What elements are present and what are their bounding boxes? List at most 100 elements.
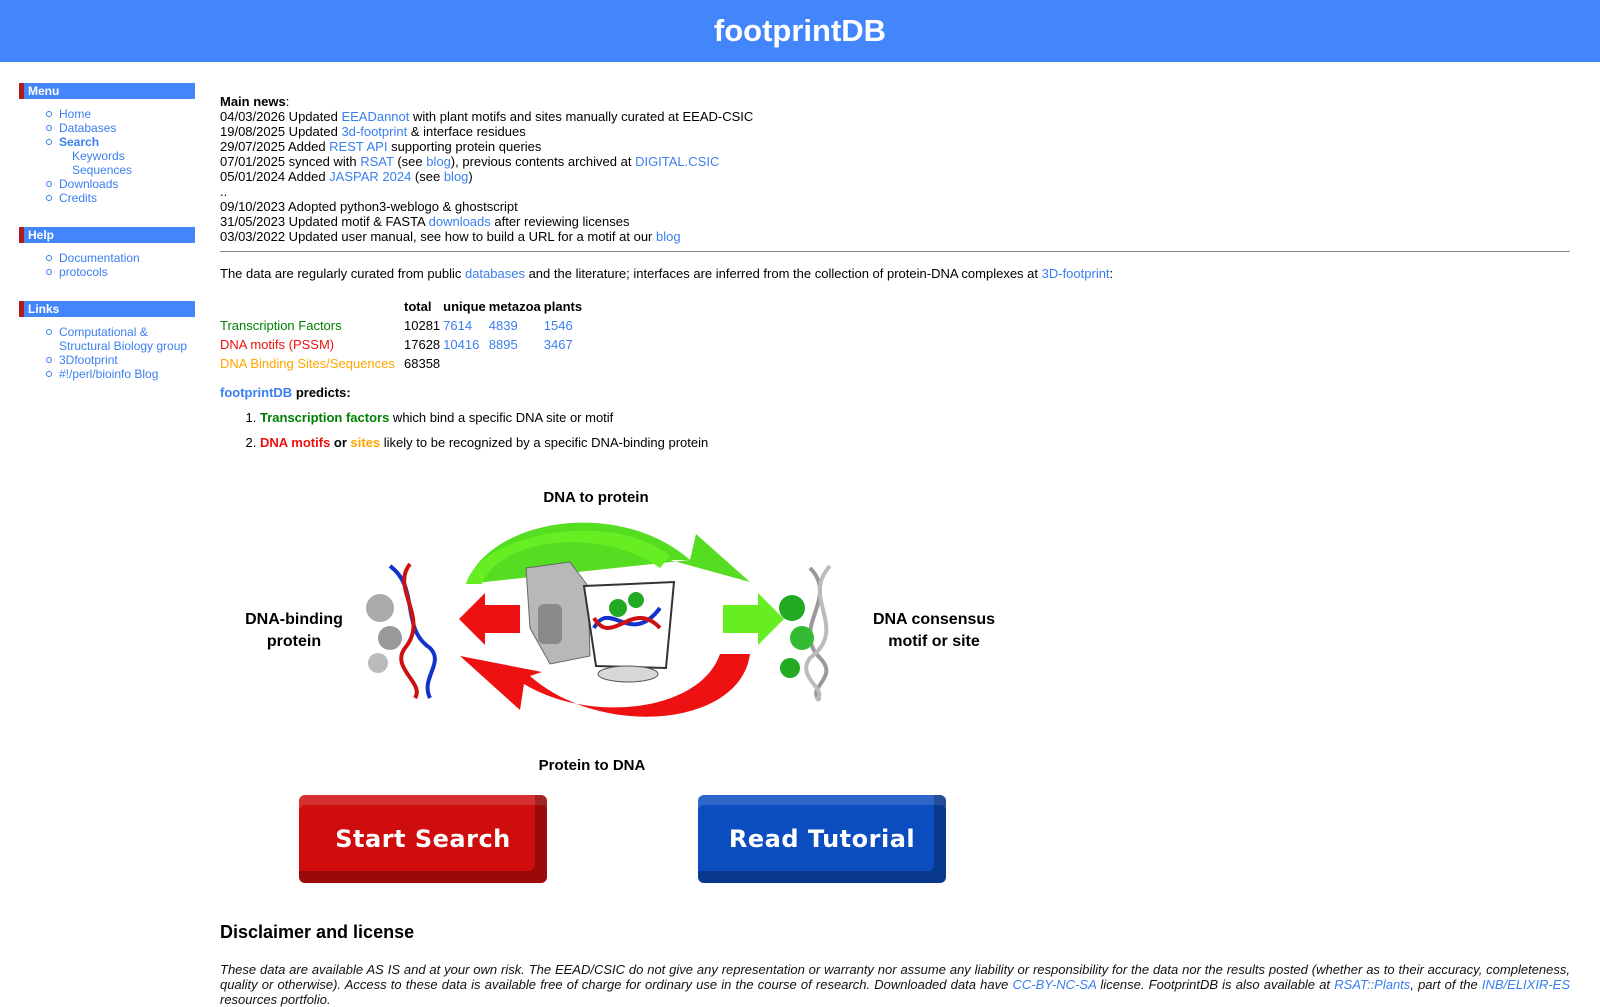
menu-link-downloads[interactable]: Downloads [59, 177, 119, 191]
workflow-diagram: DNA to protein Protein to DNA DNA-bindin… [245, 489, 995, 774]
news-text: (see [411, 169, 444, 184]
predict-text: likely to be recognized by a specific DN… [380, 435, 709, 450]
menu-link-keywords[interactable]: Keywords [72, 149, 125, 163]
red-curved-arrow [460, 654, 750, 717]
diagram-top-label: DNA to protein [543, 489, 648, 506]
stats-row-label: DNA motifs (PSSM) [220, 336, 335, 352]
start-search-button[interactable]: Start Search [299, 795, 547, 883]
stats-link-metazoa[interactable]: 4839 [488, 317, 518, 333]
menu-item-credits: Credits [46, 191, 195, 205]
stats-cell-unique: 7614 [443, 316, 486, 334]
table-row: Transcription Factors 10281 7614 4839 15… [220, 316, 582, 334]
license-link[interactable]: CC-BY-NC-SA [1012, 977, 1097, 992]
links-link-3dfootprint[interactable]: 3Dfootprint [59, 353, 118, 367]
menu-link-credits[interactable]: Credits [59, 191, 98, 205]
links-item-csb-group: Computational & Structural Biology group [46, 325, 195, 353]
help-link-documentation[interactable]: Documentation [59, 251, 140, 265]
links-item-blog: #!/perl/bioinfo Blog [46, 367, 195, 381]
news-title: Main news [220, 94, 286, 109]
green-right-arrow [723, 593, 784, 645]
stats-cell-metazoa: 8895 [489, 335, 541, 353]
news-item: 19/08/2025 Updated 3d-footprint & interf… [220, 124, 1570, 139]
stats-row-label: DNA Binding Sites/Sequences [220, 355, 395, 371]
news-link-downloads[interactable]: downloads [428, 214, 491, 229]
news-text: after reviewing licenses [490, 214, 630, 229]
news-link-blog[interactable]: blog [426, 154, 451, 169]
intro-link-3d-footprint[interactable]: 3D-footprint [1041, 266, 1110, 281]
intro-link-databases[interactable]: databases [464, 266, 525, 281]
news-link-blog[interactable]: blog [443, 169, 469, 184]
predict-strong-motifs: DNA motifs [260, 435, 331, 450]
news-link-blog[interactable]: blog [656, 229, 681, 244]
read-tutorial-button[interactable]: Read Tutorial [698, 795, 946, 883]
page-header: footprintDB [0, 0, 1600, 62]
stats-link-plants[interactable]: 1546 [543, 317, 573, 333]
predict-or: or [330, 435, 351, 450]
help-link-protocols[interactable]: protocols [59, 265, 108, 279]
news-link-rest-api[interactable]: REST API [329, 139, 388, 154]
help-item-documentation: Documentation [46, 251, 195, 265]
rsat-plants-link[interactable]: RSAT::Plants [1334, 977, 1411, 992]
table-row: DNA motifs (PSSM) 17628 10416 8895 3467 [220, 335, 582, 353]
news-text: 29/07/2025 Added [220, 139, 330, 154]
news-text: 09/10/2023 Adopted python3-weblogo & gho… [220, 199, 518, 214]
news-link-digital-csic[interactable]: DIGITAL.CSIC [635, 154, 720, 169]
menu-heading: Menu [19, 83, 195, 99]
news-item: 04/03/2026 Updated EEADannot with plant … [220, 109, 1570, 124]
links-heading: Links [19, 301, 195, 317]
green-curved-arrow-body [466, 530, 670, 584]
menu-link-home[interactable]: Home [59, 107, 92, 121]
news-link-3d-footprint[interactable]: 3d-footprint [341, 124, 408, 139]
predict-strong-sites: sites [350, 435, 381, 450]
table-row: DNA Binding Sites/Sequences 68358 [220, 354, 582, 372]
stats-link-unique[interactable]: 7614 [443, 317, 473, 333]
news-link-rsat[interactable]: RSAT [360, 154, 394, 169]
menu-link-databases[interactable]: Databases [59, 121, 117, 135]
news-text: 31/05/2023 Updated motif & FASTA [220, 214, 429, 229]
news-text: 19/08/2025 Updated [220, 124, 342, 139]
stats-header-row: total unique metazoa plants [220, 298, 582, 315]
menu-item-downloads: Downloads [46, 177, 195, 191]
stats-header-empty [220, 298, 401, 315]
news-text: ) [468, 169, 473, 184]
predicts-link-footprintdb[interactable]: footprintDB [220, 385, 293, 400]
news-text: supporting protein queries [387, 139, 542, 154]
links-link-blog[interactable]: #!/perl/bioinfo Blog [59, 367, 159, 381]
menu-item-databases: Databases [46, 121, 195, 135]
news-colon: : [285, 94, 290, 109]
predicts-list: Transcription factors which bind a speci… [220, 410, 1570, 450]
dna-protein-left-icon [366, 562, 437, 700]
menu-item-sequences: Sequences [49, 163, 195, 177]
stats-row-label: Transcription Factors [220, 317, 342, 333]
news-heading-line: Main news: [220, 94, 1570, 109]
divider [220, 251, 1570, 252]
menu-link-search[interactable]: Search [59, 135, 100, 149]
list-item: Transcription factors which bind a speci… [260, 410, 1570, 425]
news-text: 04/03/2026 Updated [220, 109, 342, 124]
news-section: Main news: 04/03/2026 Updated EEADannot … [220, 94, 1570, 244]
inb-elixir-link[interactable]: INB/ELIXIR-ES [1481, 977, 1571, 992]
stats-header-metazoa: metazoa [488, 299, 541, 314]
news-link-eeadannot[interactable]: EEADannot [341, 109, 410, 124]
news-text: 05/01/2024 Added [220, 169, 330, 184]
menu-link-sequences[interactable]: Sequences [72, 163, 133, 177]
stats-header-plants: plants [543, 299, 583, 314]
help-list: Documentation protocols [19, 251, 195, 279]
dna-protein-right-icon [779, 564, 832, 702]
stats-link-plants[interactable]: 3467 [543, 336, 573, 352]
predict-text: which bind a specific DNA site or motif [389, 410, 614, 425]
news-text: 07/01/2025 synced with [220, 154, 361, 169]
menu-item-home: Home [46, 107, 195, 121]
intro-text: and the literature; interfaces are infer… [524, 266, 1042, 281]
predicts-heading: footprintDB predicts: [220, 385, 1570, 400]
links-link-csb-group[interactable]: Computational & Structural Biology group [59, 325, 188, 353]
diagram-right-label-2: motif or site [888, 633, 980, 650]
news-link-jaspar[interactable]: JASPAR 2024 [329, 169, 412, 184]
diagram-right-label-1: DNA consensus [873, 611, 995, 628]
stats-header-total: total [404, 299, 432, 314]
links-item-3dfootprint: 3Dfootprint [46, 353, 195, 367]
stats-link-unique[interactable]: 10416 [443, 336, 480, 352]
help-item-protocols: protocols [46, 265, 195, 279]
stats-link-metazoa[interactable]: 8895 [488, 336, 518, 352]
main-content: Main news: 04/03/2026 Updated EEADannot … [220, 94, 1570, 460]
